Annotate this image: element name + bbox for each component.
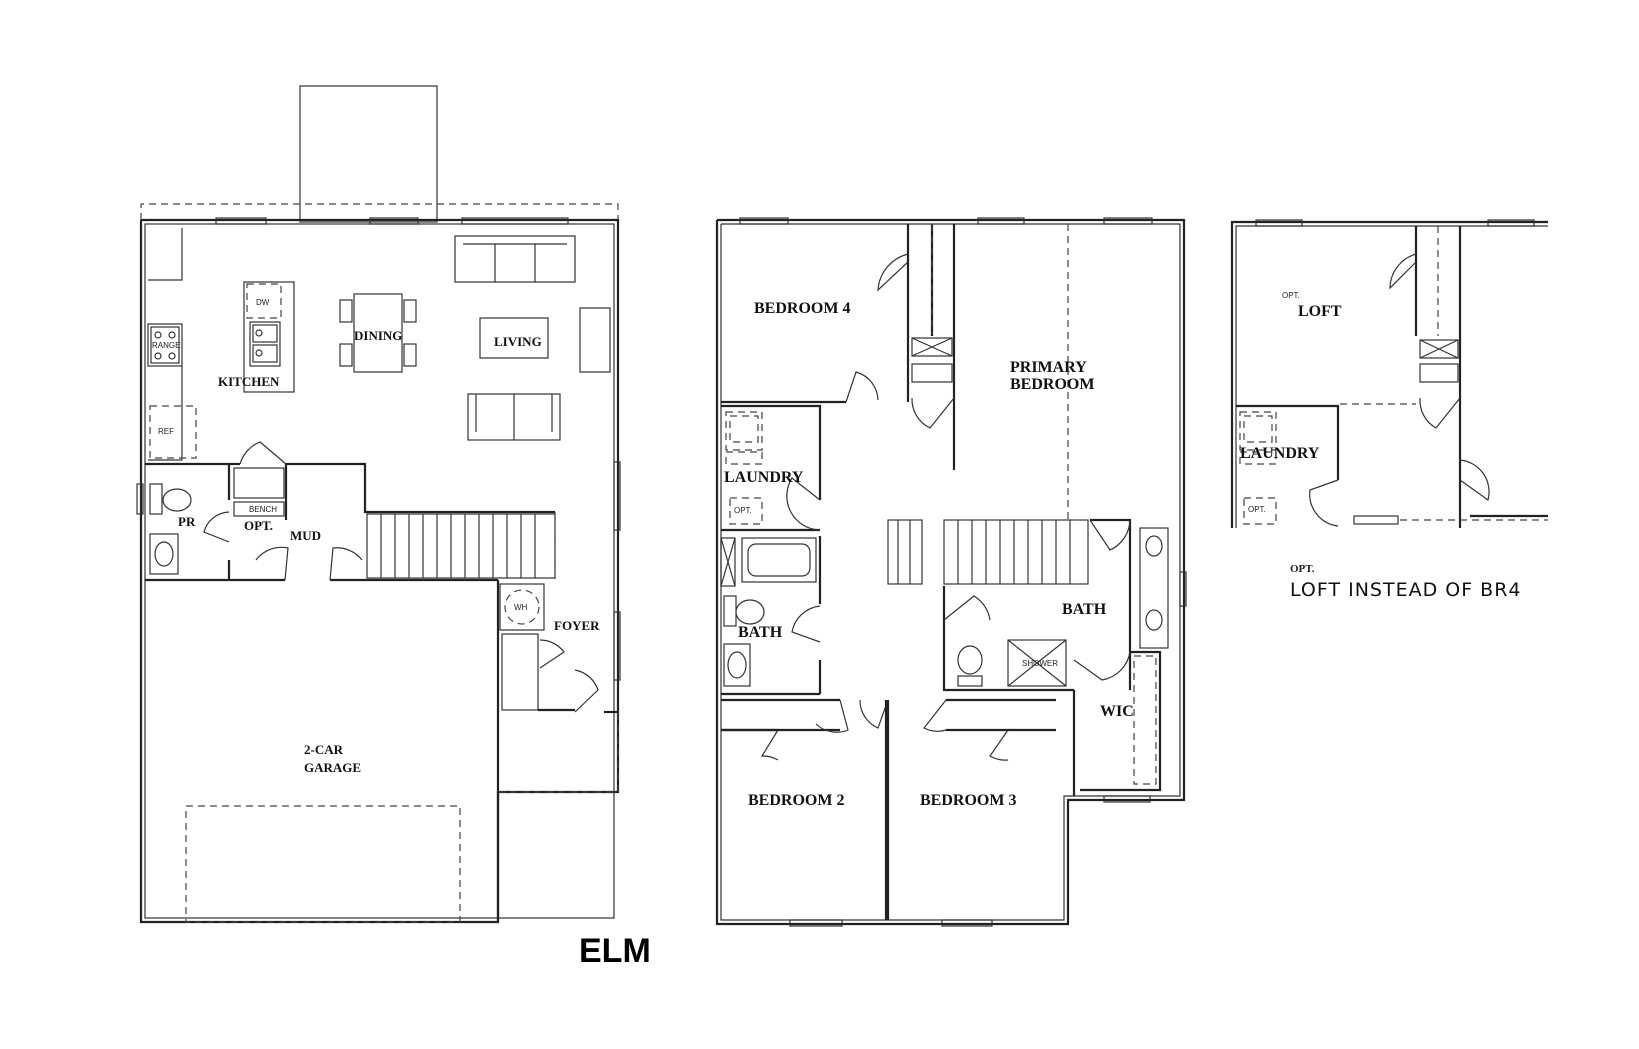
loft-option-plan: OPT. LOFT LAUNDRY OPT. bbox=[1230, 219, 1548, 528]
loft-laundry-label: LAUNDRY bbox=[1240, 445, 1320, 462]
second-floor-plan: SHOWER BEDROOM 4 PRIMARY BEDROOM LAUNDRY… bbox=[715, 217, 1187, 927]
loft-label: LOFT bbox=[1298, 303, 1342, 320]
ref-label: REF bbox=[158, 427, 174, 436]
loft-laundry-opt-label: OPT. bbox=[1248, 505, 1266, 514]
laundry-label: LAUNDRY bbox=[724, 469, 804, 486]
bedroom2-label: BEDROOM 2 bbox=[748, 792, 844, 809]
option-note: LOFT INSTEAD OF BR4 bbox=[1290, 579, 1522, 601]
range-label: RANGE bbox=[152, 341, 180, 350]
stair-treads-upper bbox=[897, 520, 1071, 584]
pr-label: PR bbox=[178, 514, 196, 529]
hall-bath-label: BATH bbox=[738, 624, 783, 641]
garage-label-line1: 2-CAR bbox=[304, 742, 344, 757]
option-note-opt: OPT. bbox=[1290, 563, 1315, 575]
living-label: LIVING bbox=[494, 334, 542, 349]
bench-label: BENCH bbox=[249, 505, 277, 514]
mud-label: MUD bbox=[290, 528, 321, 543]
primary-bedroom-label-line1: PRIMARY bbox=[1010, 359, 1087, 376]
wh-label: WH bbox=[514, 603, 528, 612]
bedroom4-label: BEDROOM 4 bbox=[754, 300, 850, 317]
kitchen-label: KITCHEN bbox=[218, 374, 280, 389]
dining-label: DINING bbox=[354, 328, 402, 343]
first-floor-plan: RANGE REF DW bbox=[136, 85, 621, 924]
primary-bath-label: BATH bbox=[1062, 601, 1107, 618]
mud-opt-label: OPT. bbox=[244, 518, 273, 533]
bedroom3-label: BEDROOM 3 bbox=[920, 792, 1016, 809]
dw-label: DW bbox=[256, 298, 270, 307]
shower-label: SHOWER bbox=[1022, 659, 1058, 668]
stair-treads bbox=[380, 514, 536, 578]
wic-label: WIC bbox=[1100, 703, 1134, 720]
laundry-opt-label: OPT. bbox=[734, 506, 752, 515]
primary-bedroom-label-line2: BEDROOM bbox=[1010, 376, 1094, 393]
plan-title: ELM bbox=[579, 932, 651, 970]
loft-opt-small-label: OPT. bbox=[1282, 291, 1300, 300]
foyer-label: FOYER bbox=[554, 618, 600, 633]
garage-label-line2: GARAGE bbox=[304, 760, 361, 775]
